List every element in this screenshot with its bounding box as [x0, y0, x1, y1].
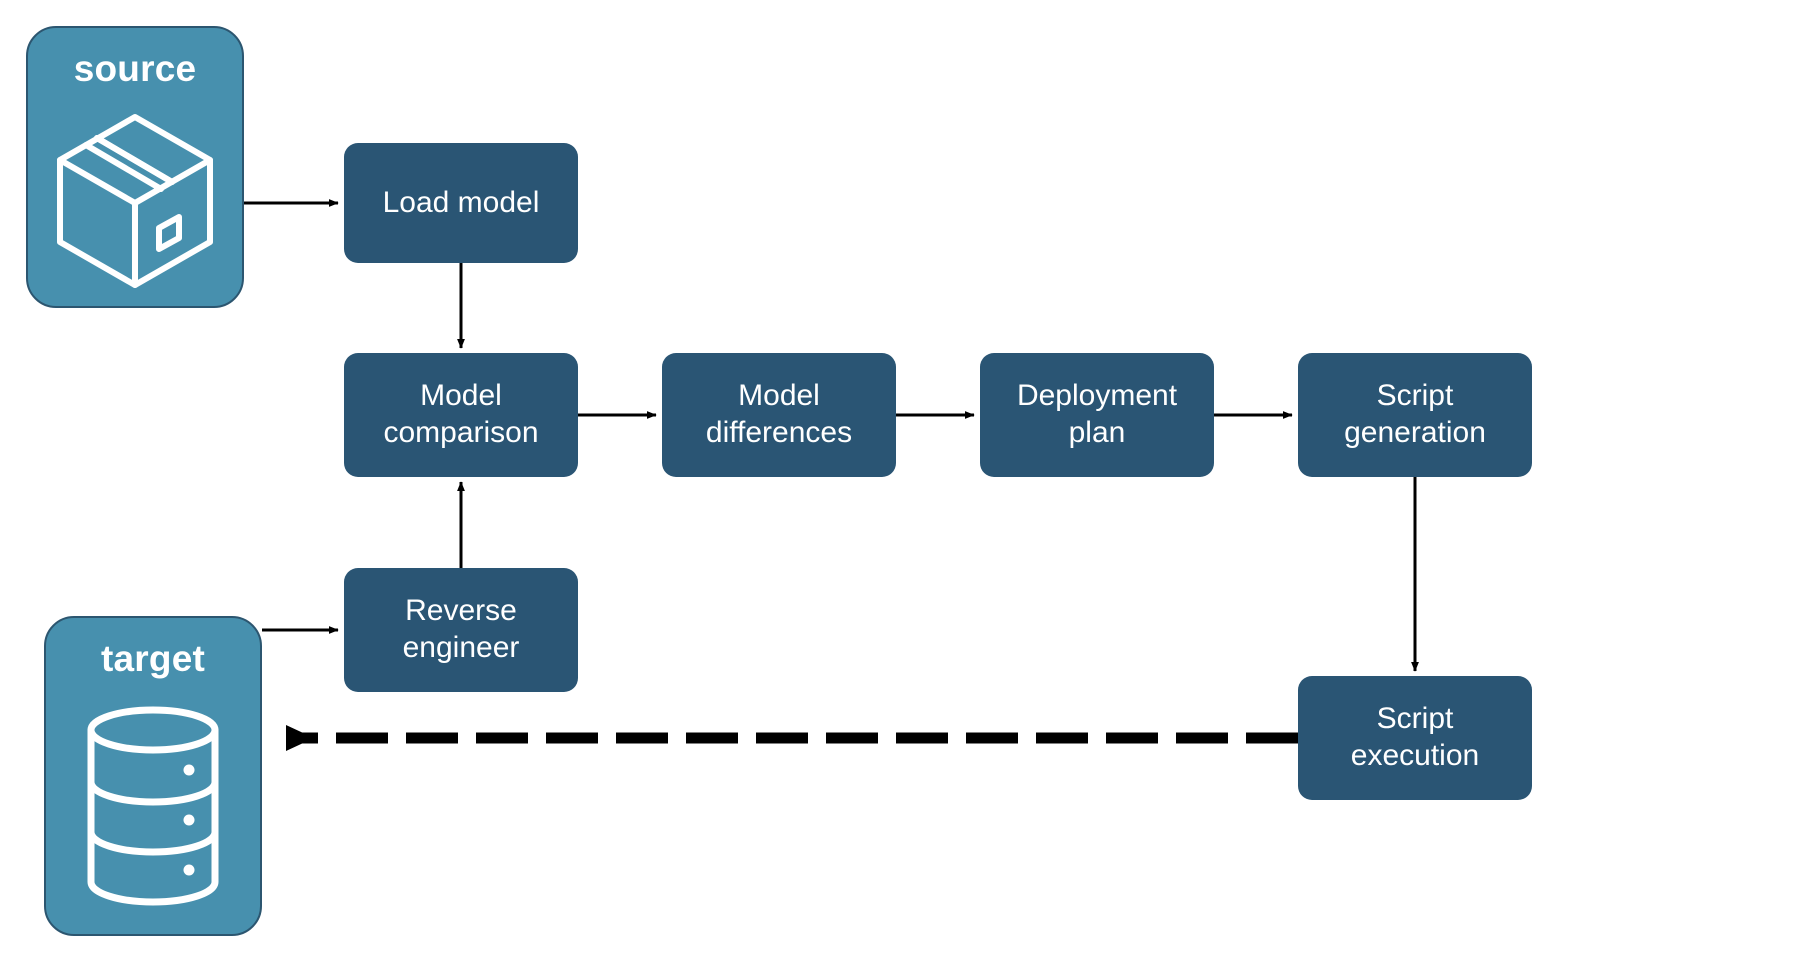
process-script-execution[interactable]: Script execution [1298, 676, 1532, 800]
process-script-generation-label: Script generation [1344, 379, 1486, 449]
process-load-model-label: Load model [382, 185, 540, 219]
endpoint-target-label: target [101, 638, 205, 679]
process-model-comparison-label: Model comparison [383, 379, 539, 449]
process-load-model[interactable]: Load model [344, 143, 578, 263]
process-deployment-plan-label: Deployment plan [1016, 379, 1178, 449]
endpoint-target[interactable]: target [44, 616, 262, 936]
endpoint-source-label: source [73, 48, 197, 89]
process-reverse-engineer-label: Reverse engineer [402, 594, 520, 664]
package-box-icon [28, 87, 242, 306]
process-script-generation[interactable]: Script generation [1298, 353, 1532, 477]
database-cylinder-icon [46, 677, 260, 934]
process-deployment-plan[interactable]: Deployment plan [980, 353, 1214, 477]
process-script-execution-label: Script execution [1350, 702, 1480, 772]
endpoint-source[interactable]: source [26, 26, 244, 308]
process-reverse-engineer[interactable]: Reverse engineer [344, 568, 578, 692]
process-model-differences[interactable]: Model differences [662, 353, 896, 477]
process-model-comparison[interactable]: Model comparison [344, 353, 578, 477]
process-model-differences-label: Model differences [705, 379, 853, 449]
